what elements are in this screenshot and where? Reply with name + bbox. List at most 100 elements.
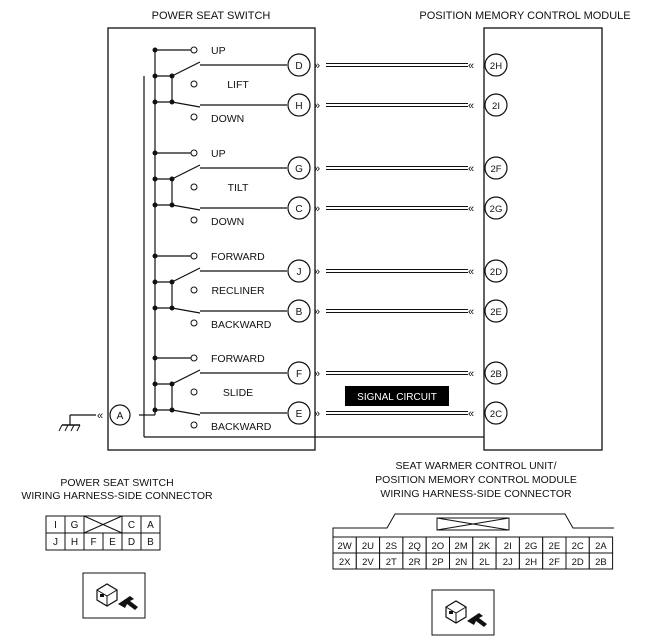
module-pin-circle bbox=[484, 361, 508, 385]
connector-pin: 2R bbox=[408, 557, 420, 568]
connector-arrow: » bbox=[314, 203, 320, 215]
switch-title: POWER SEAT SWITCH bbox=[152, 10, 271, 22]
module-connector-caption-1: SEAT WARMER CONTROL UNIT/ bbox=[395, 460, 556, 472]
contact-forward bbox=[190, 354, 198, 362]
label-down: DOWN bbox=[211, 113, 244, 125]
junction-dot bbox=[152, 279, 158, 285]
connector-pin: 2P bbox=[432, 557, 444, 568]
connector-arrow: » bbox=[314, 368, 320, 380]
connector-pin: J bbox=[53, 537, 58, 548]
switch-blade bbox=[171, 61, 201, 77]
module-connector-caption-2: POSITION MEMORY CONTROL MODULE bbox=[375, 474, 577, 486]
switch-blade bbox=[171, 267, 201, 283]
switch-blade bbox=[171, 164, 201, 180]
connector-pin: 2I bbox=[504, 541, 512, 552]
module-connector-caption-3: WIRING HARNESS-SIDE CONNECTOR bbox=[380, 488, 572, 500]
pin-label: C bbox=[295, 204, 302, 215]
module-connector-plug-icon bbox=[431, 589, 495, 636]
contact bbox=[190, 80, 198, 88]
connector-pin: 2W bbox=[338, 541, 352, 552]
label-backward: BACKWARD bbox=[211, 319, 272, 331]
contact-up bbox=[190, 46, 198, 54]
switch-box bbox=[107, 27, 316, 451]
connector-arrow: « bbox=[468, 368, 474, 380]
connector-pin: G bbox=[71, 520, 79, 531]
pin-circle bbox=[287, 156, 311, 180]
label-forward: FORWARD bbox=[211, 251, 265, 263]
contact bbox=[190, 286, 198, 294]
connector-arrow: » bbox=[314, 306, 320, 318]
connector-pin: 2K bbox=[479, 541, 491, 552]
pin-label: D bbox=[295, 61, 302, 72]
label-up: UP bbox=[211, 148, 226, 160]
module-pin-label: 2E bbox=[490, 307, 502, 318]
pin-label: F bbox=[296, 369, 302, 380]
label-down: DOWN bbox=[211, 216, 244, 228]
connector-pin: 2G bbox=[525, 541, 538, 552]
connector-pin: 2E bbox=[549, 541, 561, 552]
switch-blade bbox=[171, 409, 201, 416]
pin-label: G bbox=[295, 164, 303, 175]
junction-dot bbox=[152, 381, 158, 387]
connector-pin: 2N bbox=[455, 557, 467, 568]
module-title: POSITION MEMORY CONTROL MODULE bbox=[419, 10, 630, 22]
junction-dot bbox=[152, 99, 158, 105]
junction-dot bbox=[152, 407, 158, 413]
contact bbox=[190, 421, 198, 429]
group-label-tilt: TILT bbox=[228, 182, 249, 194]
junction-dot bbox=[152, 355, 158, 361]
module-pin-label: 2C bbox=[490, 409, 502, 420]
contact bbox=[190, 216, 198, 224]
module-box bbox=[483, 27, 603, 451]
connector-pin: 2O bbox=[432, 541, 445, 552]
connector-arrow: » bbox=[314, 266, 320, 278]
connector-pin: 2B bbox=[595, 557, 607, 568]
connector-arrow: « bbox=[468, 203, 474, 215]
junction-dot bbox=[152, 47, 158, 53]
switch-blade bbox=[171, 307, 201, 314]
connector-pin: 2J bbox=[503, 557, 513, 568]
group-label-lift: LIFT bbox=[227, 79, 249, 91]
contact bbox=[190, 183, 198, 191]
connector-arrow: » bbox=[314, 163, 320, 175]
connector-pin: 2U bbox=[362, 541, 374, 552]
module-pin-label: 2B bbox=[490, 369, 502, 380]
connector-arrow: » bbox=[314, 408, 320, 420]
signal-circuit-label: SIGNAL CIRCUIT bbox=[357, 392, 437, 403]
pin-label: H bbox=[295, 101, 302, 112]
connector-pin: 2F bbox=[549, 557, 560, 568]
junction-dot bbox=[152, 176, 158, 182]
connector-pin: 2S bbox=[385, 541, 397, 552]
connector-pin: 2L bbox=[479, 557, 490, 568]
connector-arrow: » bbox=[314, 60, 320, 72]
pin-circle bbox=[287, 259, 311, 283]
connector-pin: 2V bbox=[362, 557, 374, 568]
connector-pin: I bbox=[54, 520, 57, 531]
connector-pin: F bbox=[90, 537, 96, 548]
pin-circle bbox=[287, 401, 311, 425]
connector-pin: E bbox=[109, 537, 116, 548]
connector-arrow: » bbox=[314, 100, 320, 112]
connector-pin: H bbox=[71, 537, 78, 548]
junction-dot bbox=[152, 202, 158, 208]
connector-arrow: « bbox=[468, 100, 474, 112]
signal-circuit-box bbox=[345, 386, 449, 406]
blank-cell-cross bbox=[83, 515, 123, 534]
pin-a-circle bbox=[109, 404, 131, 426]
module-pin-circle bbox=[484, 196, 508, 220]
connector-arrow: « bbox=[468, 163, 474, 175]
junction-dot bbox=[152, 73, 158, 79]
pin-circle bbox=[287, 93, 311, 117]
connector-pin: 2D bbox=[572, 557, 584, 568]
pin-label: J bbox=[297, 267, 302, 278]
contact bbox=[190, 388, 198, 396]
switch-groups: UPLIFTDOWND»«2HH»«2IUPTILTDOWNG»«2FC»«2G… bbox=[152, 45, 508, 433]
connector-cell bbox=[140, 532, 161, 551]
connector-pin: 2X bbox=[339, 557, 351, 568]
